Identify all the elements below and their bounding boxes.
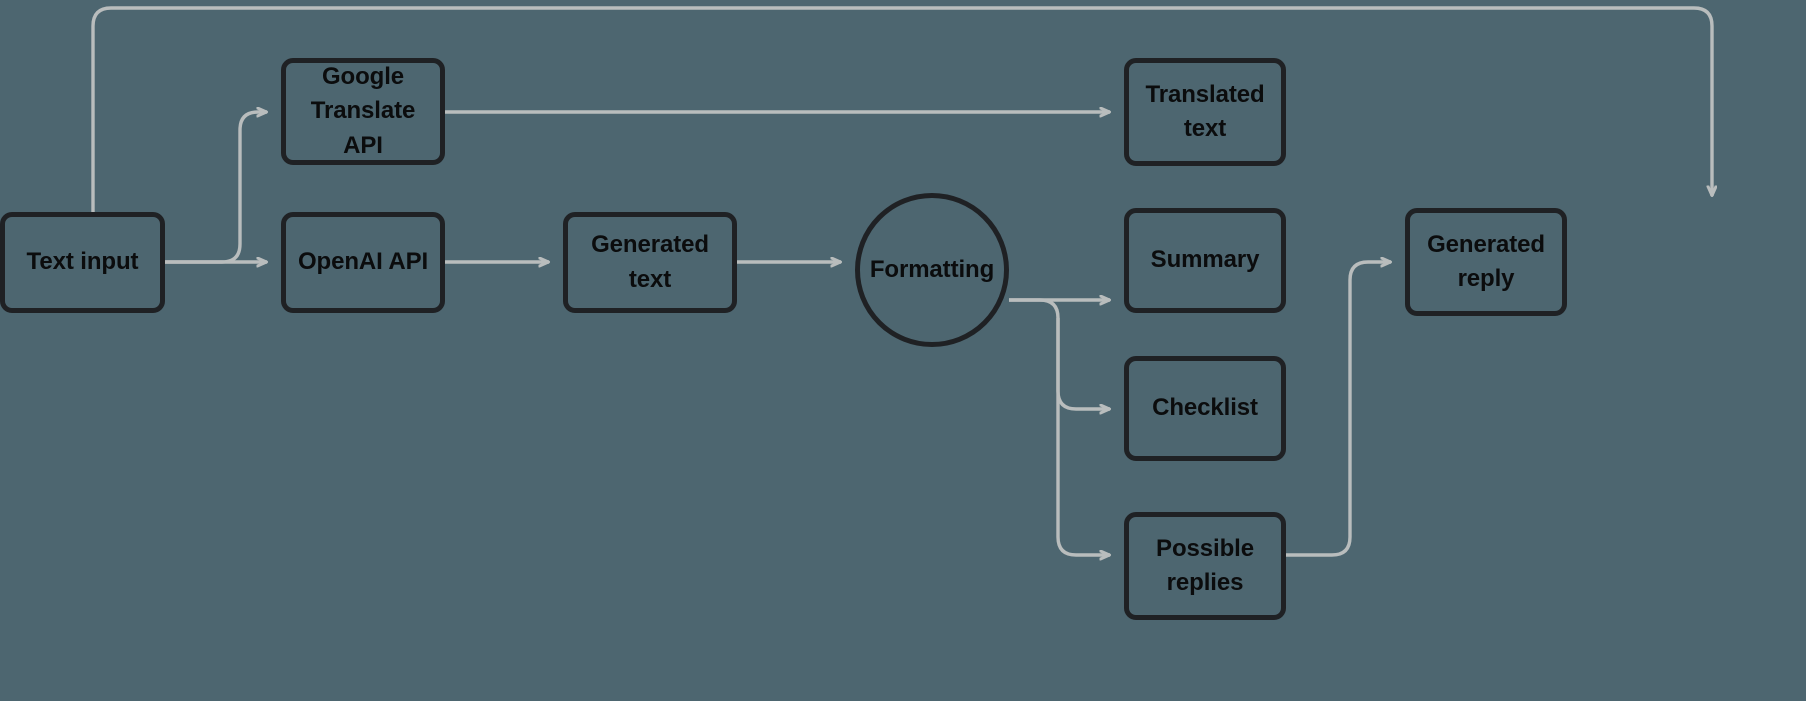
- node-label-generated-text: Generated text: [591, 231, 709, 293]
- node-label-summary: Summary: [1150, 246, 1260, 274]
- node-label-formatting: Formatting: [869, 255, 995, 283]
- node-label-generated-reply: Generated reply: [1427, 230, 1545, 292]
- node-label-openai-api: OpenAI API: [297, 248, 429, 276]
- edge-possible-replies-to-generated-reply: [1286, 262, 1391, 557]
- node-checklist[interactable]: Checklist: [1124, 356, 1286, 461]
- edge-formatting-to-checklist: [1009, 298, 1110, 409]
- node-translated-text[interactable]: Translated text: [1124, 58, 1286, 166]
- node-generated-text[interactable]: Generated text: [563, 212, 737, 313]
- node-google-translate-api[interactable]: Google Translate API: [281, 58, 445, 165]
- node-label-text-input: Text input: [26, 248, 139, 276]
- node-possible-replies[interactable]: Possible replies: [1124, 512, 1286, 620]
- node-label-translated-text: Translated text: [1145, 80, 1265, 142]
- node-generated-reply[interactable]: Generated reply: [1405, 208, 1567, 316]
- node-label-checklist: Checklist: [1152, 394, 1258, 422]
- edge-text-input-to-google-translate: [165, 112, 267, 264]
- node-label-google-translate-api: Google Translate API: [310, 63, 416, 159]
- node-summary[interactable]: Summary: [1124, 208, 1286, 313]
- node-label-possible-replies: Possible replies: [1156, 534, 1254, 596]
- node-formatting[interactable]: Formatting: [855, 193, 1009, 347]
- edge-formatting-to-possible-replies: [1056, 318, 1110, 555]
- node-text-input[interactable]: Text input: [0, 212, 165, 313]
- node-openai-api[interactable]: OpenAI API: [281, 212, 445, 313]
